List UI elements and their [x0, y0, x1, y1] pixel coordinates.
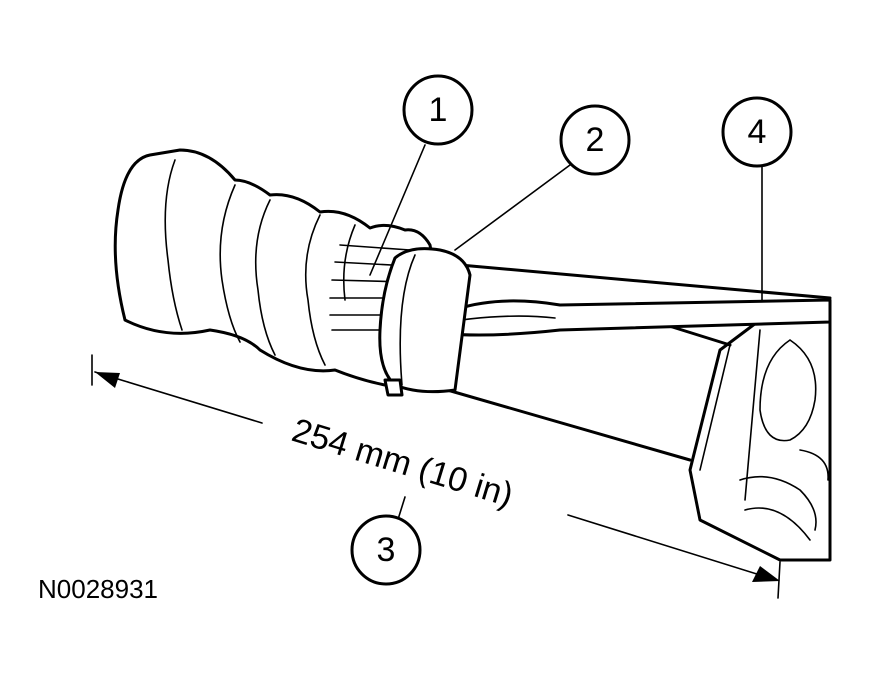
boot-clamp [378, 247, 472, 397]
steering-gear-housing [688, 318, 832, 562]
callout-1-label: 1 [429, 91, 448, 129]
inner-tie-rod-splines [329, 244, 411, 331]
callout-4: 4 [721, 96, 793, 168]
dimension-label: 254 mm (10 in) [288, 411, 518, 514]
callout-leaders [369, 144, 763, 546]
callout-4-label: 4 [748, 113, 767, 151]
callout-1: 1 [402, 74, 474, 146]
dimension-line [91, 354, 781, 599]
callout-2-label: 2 [586, 121, 605, 159]
figure-id: N0028931 [38, 574, 158, 604]
callout-3-label: 3 [377, 531, 396, 569]
boot-bellows [113, 148, 442, 387]
callout-3: 3 [350, 514, 422, 586]
callout-2: 2 [559, 104, 631, 176]
